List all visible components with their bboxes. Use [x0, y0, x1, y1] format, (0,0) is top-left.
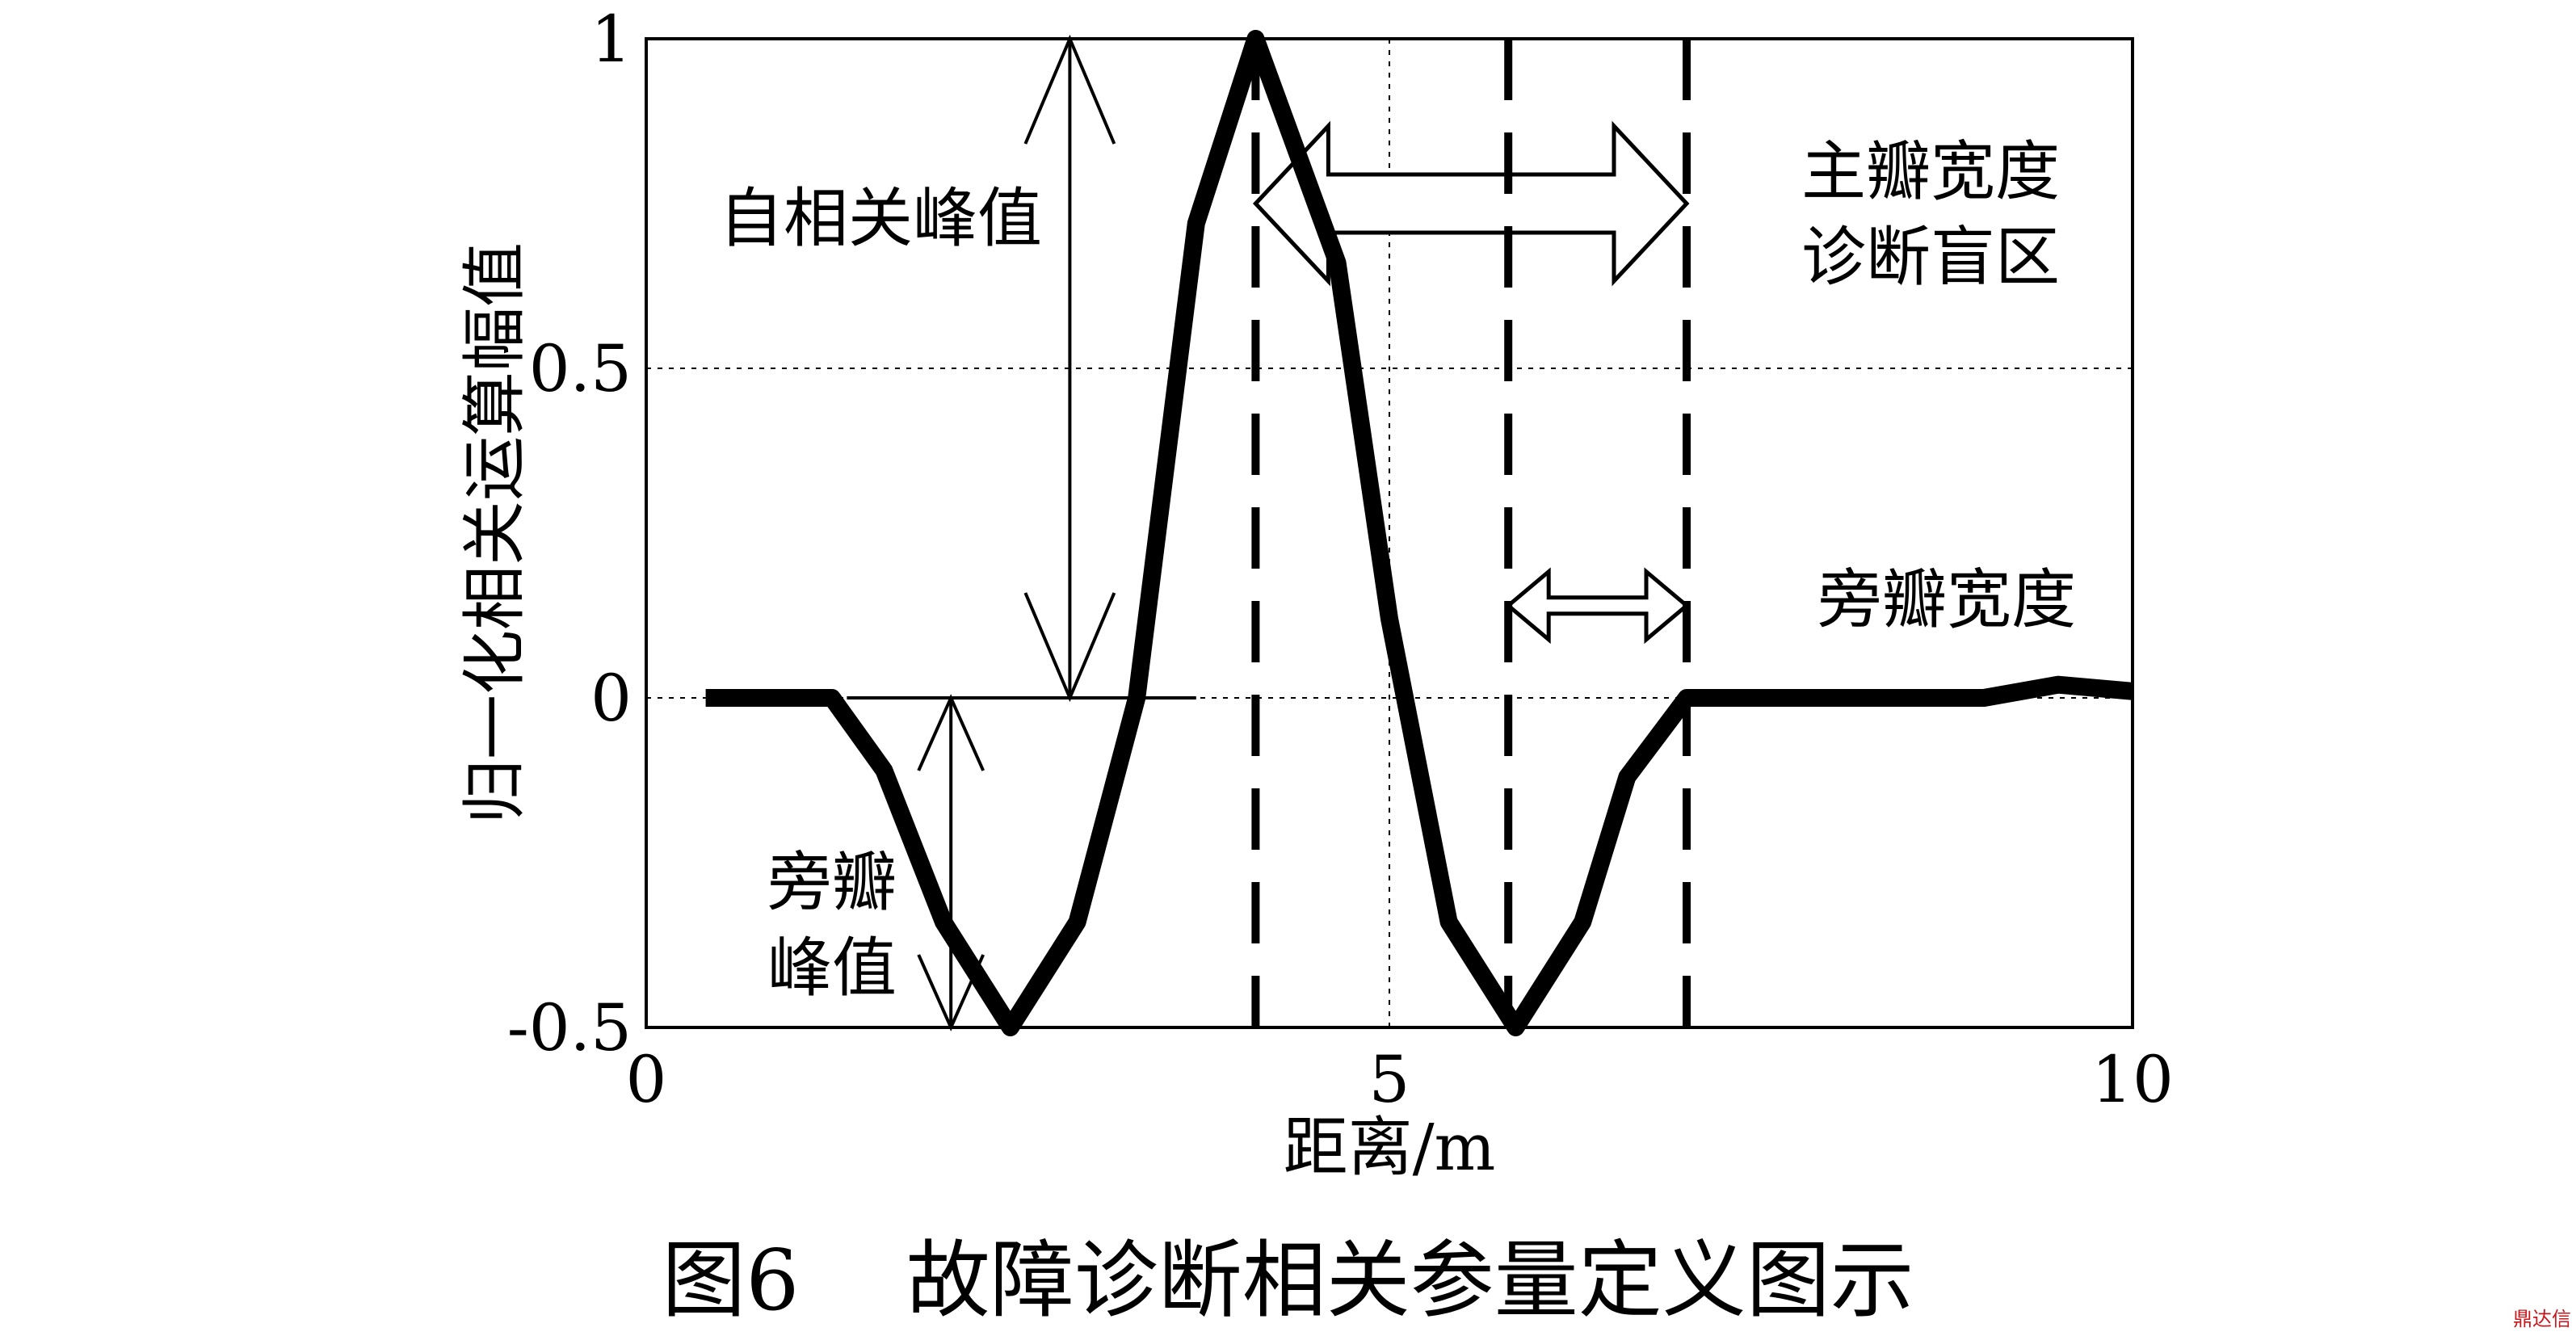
- data-point: [1515, 1027, 1517, 1028]
- data-point: [1076, 921, 1078, 923]
- data-point: [1136, 697, 1138, 699]
- annotation-mainlobe-line1: 主瓣宽度: [1801, 134, 2060, 209]
- annotation-sidelobe-width: 旁瓣宽度: [1817, 562, 2076, 637]
- watermark: 鼎达信: [2513, 1308, 2571, 1330]
- annotation-sidelobe-peak-line2: 峰值: [767, 931, 897, 1006]
- annotation-autocorrelation-peak: 自相关峰值: [719, 181, 1042, 256]
- y-tick-label: 0.5: [529, 331, 632, 406]
- series-line: [705, 30, 2133, 1036]
- sidelobe-width-arrow: [1505, 567, 1690, 645]
- data-point: [943, 921, 944, 923]
- peak-arrow-head-bottom: [1023, 592, 1116, 703]
- dashed-lines: [1251, 39, 1691, 1027]
- data-point: [883, 769, 885, 771]
- data-point: [1909, 697, 1910, 699]
- data-point: [1582, 921, 1584, 923]
- data-point: [1389, 618, 1390, 620]
- x-tick-label: 0: [626, 1042, 667, 1117]
- x-tick-label: 10: [2091, 1042, 2174, 1117]
- annotation-sidelobe-peak-line1: 旁瓣: [767, 845, 897, 920]
- y-tick-label: -0.5: [507, 990, 632, 1065]
- sidelobe-arrow-head-top: [917, 694, 985, 771]
- peak-arrow-head-top: [1023, 34, 1116, 145]
- y-axis-label: 归一化相关运算幅值: [457, 242, 532, 824]
- data-point: [1254, 38, 1257, 40]
- data-points: [704, 38, 2133, 1028]
- data-point: [1760, 697, 1762, 699]
- data-point: [1009, 1027, 1011, 1028]
- data-point: [1626, 775, 1628, 778]
- figure-title: 故障诊断相关参量定义图示: [906, 1231, 1914, 1330]
- figure-number: 图6: [662, 1231, 800, 1330]
- x-axis-label: 距离/m: [1284, 1110, 1496, 1185]
- data-point: [1448, 921, 1450, 923]
- figure-caption: 图6 故障诊断相关参量定义图示: [0, 1212, 2576, 1334]
- data-point: [1195, 222, 1197, 225]
- y-tick-label: 0: [590, 661, 632, 736]
- annotation-mainlobe-line2: 诊断盲区: [1801, 220, 2060, 295]
- x-tick-label: 5: [1369, 1042, 1410, 1117]
- data-point: [1686, 697, 1687, 699]
- data-point: [1336, 262, 1338, 264]
- data-point: [704, 697, 707, 699]
- y-tick-label: 1: [590, 2, 632, 77]
- data-point: [831, 697, 833, 699]
- data-point: [1834, 697, 1836, 699]
- data-point: [2132, 690, 2133, 692]
- data-point: [1983, 697, 1985, 699]
- data-point: [2057, 683, 2059, 686]
